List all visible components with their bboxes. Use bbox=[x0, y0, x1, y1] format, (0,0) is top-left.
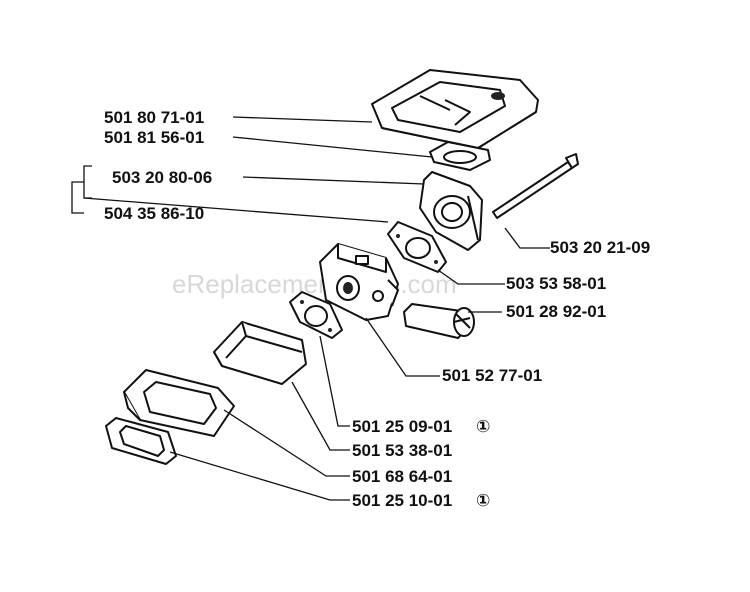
part-number-label: 501 28 92-01 bbox=[506, 302, 606, 321]
kit-mark-icon: ① bbox=[476, 491, 490, 510]
flange-gasket bbox=[387, 221, 447, 273]
frame-gasket bbox=[123, 369, 235, 437]
part-number-label: 503 53 58-01 bbox=[506, 274, 606, 293]
part-number-label: 501 68 64-01 bbox=[352, 467, 452, 486]
intake-tube bbox=[403, 303, 475, 339]
part-number-label: 501 25 10-01 bbox=[352, 491, 452, 510]
long-bolt bbox=[492, 153, 579, 219]
air-filter-cover bbox=[371, 69, 539, 149]
part-number-label: 501 52 77-01 bbox=[442, 366, 542, 385]
part-number-label: 503 20 21-09 bbox=[550, 238, 650, 257]
base-gasket bbox=[105, 417, 177, 465]
part-number-label: 501 80 71-01 bbox=[104, 108, 204, 127]
kit-mark-icon: ① bbox=[476, 417, 490, 436]
intake-adapter bbox=[419, 171, 483, 251]
part-number-label: 501 25 09-01 bbox=[352, 417, 452, 436]
leader-lines bbox=[71, 116, 550, 501]
carburetor bbox=[319, 243, 399, 321]
cover-gasket bbox=[429, 141, 491, 171]
spacer-block bbox=[213, 321, 307, 385]
part-number-label: 503 20 80-06 bbox=[112, 168, 212, 187]
watermark: eReplacementParts.com bbox=[172, 269, 457, 299]
part-number-label: 504 35 86-10 bbox=[104, 204, 204, 223]
part-number-label: 501 53 38-01 bbox=[352, 441, 452, 460]
carb-gasket bbox=[289, 291, 343, 339]
part-number-label: 501 81 56-01 bbox=[104, 128, 204, 147]
